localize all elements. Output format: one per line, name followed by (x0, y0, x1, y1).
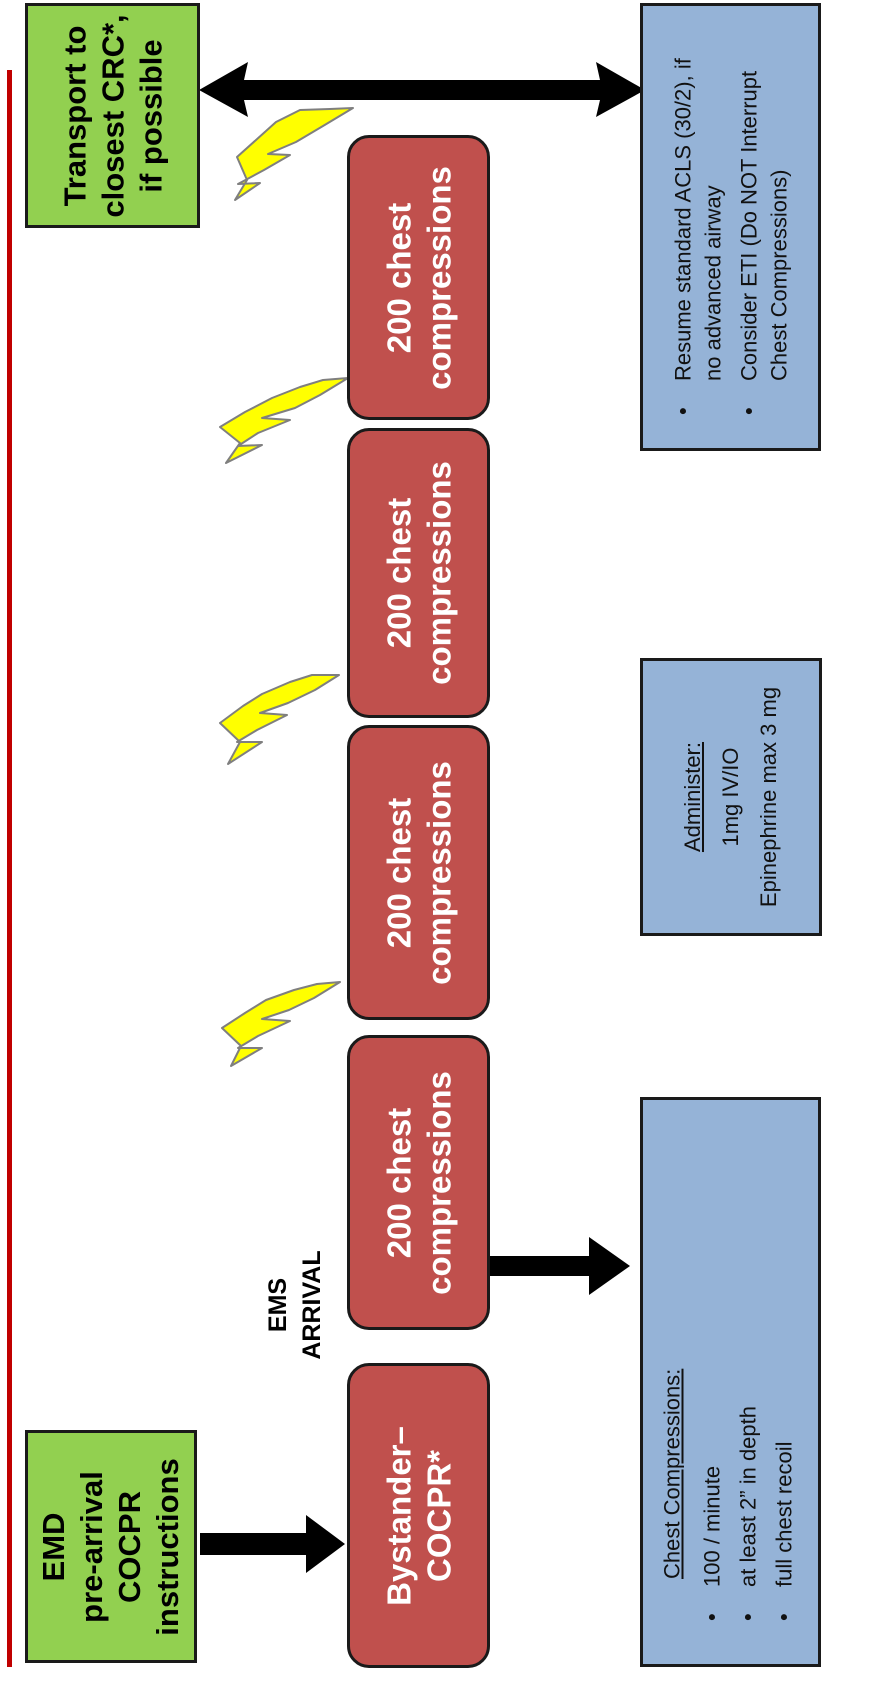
chest-compressions-list: •100 / minute •at least 2” in depth •ful… (691, 1097, 805, 1627)
compressions-3-line-1: 200 chest (379, 497, 417, 649)
chest-compressions-info-box: Chest Compressions: •100 / minute •at le… (640, 1097, 821, 1667)
transport-line-3: if possible (132, 38, 168, 193)
compressions-box-1: 200 chest compressions (347, 1035, 490, 1330)
compressions-box-2: 200 chest compressions (347, 725, 490, 1020)
ems-arrival-label: EMS ARRIVAL (250, 1240, 340, 1370)
emd-line-4: instructions (150, 1457, 185, 1636)
transport-line-1: Transport to (56, 25, 92, 206)
emd-box: EMD pre-arrival COCPR instructions (25, 1430, 197, 1663)
list-item: •full chest recoil (770, 1441, 796, 1621)
chest-compressions-title: Chest Compressions: (658, 1368, 684, 1579)
administer-line-1: 1mg IV/IO (718, 747, 743, 847)
emd-line-1: EMD (36, 1512, 71, 1581)
compressions-1-line-1: 200 chest (379, 1107, 417, 1258)
compressions-1-line-2: compressions (419, 1070, 457, 1295)
bystander-line-2: COCPR* (419, 1449, 457, 1582)
compressions-4-line-1: 200 chest (379, 202, 417, 353)
timeline-red-line (7, 70, 12, 1667)
emd-line-3: COCPR (112, 1490, 147, 1603)
bystander-cocpr-box: Bystander– COCPR* (347, 1363, 490, 1668)
compressions-3-line-2: compressions (419, 461, 457, 685)
ems-arrival-line-2: ARRIVAL (298, 1250, 326, 1360)
compressions-2-line-2: compressions (419, 760, 457, 985)
transport-box: Transport to closest CRC*, if possible (25, 3, 200, 228)
lightning-bolt-icon-4 (221, 981, 341, 1067)
list-item: •100 / minute (698, 1465, 724, 1621)
lightning-bolt-icon-3 (219, 674, 340, 765)
emd-line-2: pre-arrival (74, 1470, 109, 1623)
ems-arrival-line-1: EMS (264, 1277, 292, 1333)
compressions-box-3: 200 chest compressions (347, 428, 490, 718)
transport-line-2: closest CRC*, (94, 13, 130, 218)
compressions-4-line-2: compressions (419, 165, 457, 390)
transport-acls-double-arrow-icon (199, 62, 645, 117)
administer-line-2: Epinephrine max 3 mg (756, 686, 781, 908)
lightning-bolt-icon-1 (234, 107, 354, 201)
administer-box: Administer: 1mg IV/IO Epinephrine max 3 … (640, 658, 822, 936)
lightning-bolt-icon-2 (219, 377, 349, 464)
compressions-box-4: 200 chest compressions (347, 135, 490, 420)
compressions-2-line-1: 200 chest (379, 797, 417, 948)
emd-to-bystander-arrow-icon (200, 1515, 345, 1573)
bystander-line-1: Bystander– (379, 1425, 417, 1606)
administer-title: Administer: (680, 741, 705, 853)
list-item: •at least 2” in depth (734, 1405, 760, 1621)
